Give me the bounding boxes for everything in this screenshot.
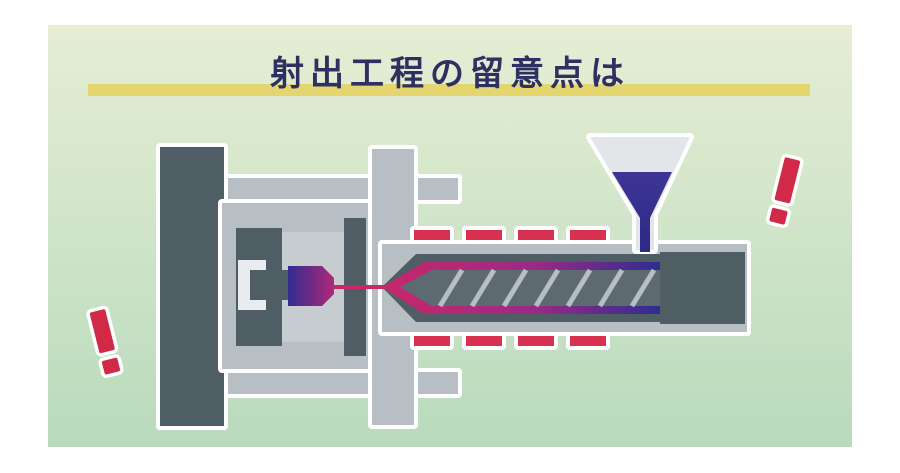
tie-bar-bottom: [212, 368, 462, 398]
ejector-pin: [250, 270, 290, 300]
sprue: [334, 285, 384, 289]
screw: [400, 270, 660, 306]
machine-details: [236, 172, 745, 356]
title-underline: [88, 84, 810, 96]
molded-part: [288, 266, 334, 306]
page-title: 射出工程の留意点は: [270, 54, 630, 94]
screw-flights: [437, 268, 657, 308]
hopper-resin: [612, 172, 672, 252]
tie-bar-top: [212, 174, 462, 204]
screw-drive: [660, 252, 745, 324]
exclamation-icon: [765, 153, 804, 229]
fixed-platen: [156, 143, 228, 430]
exclamation-icon: [86, 305, 124, 378]
